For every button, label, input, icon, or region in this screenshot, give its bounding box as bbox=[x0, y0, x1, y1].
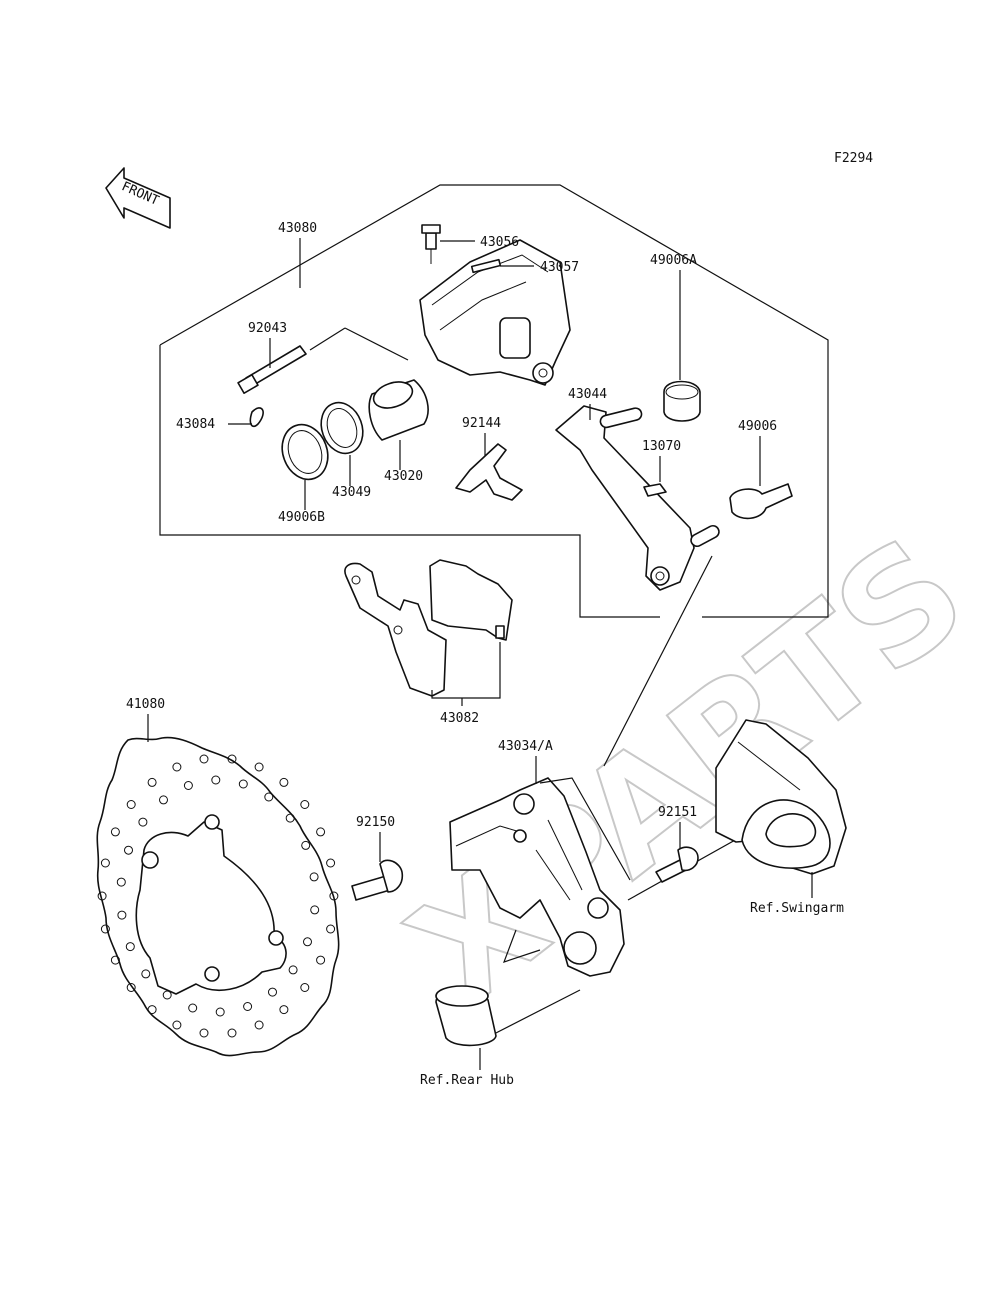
disc-hole bbox=[310, 905, 320, 915]
callout-92144: 92144 bbox=[462, 416, 501, 431]
disc-hole bbox=[188, 1003, 198, 1013]
brake-pad-front bbox=[344, 562, 447, 697]
disc-hole bbox=[268, 987, 277, 997]
disc-hole bbox=[147, 1005, 157, 1015]
disc-hole bbox=[215, 1007, 225, 1017]
ref-rear-hub: Ref.Rear Hub bbox=[420, 1073, 514, 1088]
disc-hole bbox=[303, 937, 312, 947]
callout-49006A: 49006A bbox=[650, 253, 697, 268]
disc-hole bbox=[117, 910, 127, 920]
callout-13070: 13070 bbox=[642, 439, 681, 454]
disc-hole bbox=[211, 775, 221, 785]
boot-49006 bbox=[729, 483, 793, 520]
torque-bracket-43034A bbox=[449, 777, 625, 977]
piston-43020 bbox=[368, 379, 429, 441]
disc-hole bbox=[254, 1020, 264, 1030]
disc-hole bbox=[159, 795, 168, 805]
disc-hole bbox=[126, 800, 136, 809]
disc-hole bbox=[309, 872, 319, 882]
callout-43084: 43084 bbox=[176, 417, 215, 432]
figure-code: F2294 bbox=[834, 151, 873, 166]
callout-43034A: 43034/A bbox=[498, 739, 553, 754]
disc-hole bbox=[285, 813, 295, 823]
disc-hole bbox=[326, 924, 336, 934]
disc-hole bbox=[279, 777, 289, 787]
callout-43020: 43020 bbox=[384, 469, 423, 484]
piston-seal-49006B bbox=[281, 423, 329, 481]
disc-hole bbox=[125, 942, 135, 952]
disc-hole bbox=[279, 1005, 289, 1015]
disc-hole bbox=[238, 779, 248, 789]
disc-hole bbox=[243, 1002, 253, 1011]
callout-43082: 43082 bbox=[440, 711, 479, 726]
swingarm-reference bbox=[715, 719, 847, 875]
disc-hole bbox=[116, 877, 126, 887]
disc-hole bbox=[300, 983, 310, 992]
callout-49006: 49006 bbox=[738, 419, 777, 434]
callout-43080: 43080 bbox=[278, 221, 317, 236]
caliper-assembly-frame bbox=[159, 184, 829, 618]
disc-hole bbox=[141, 969, 151, 979]
disc-hole bbox=[199, 754, 209, 764]
callout-92151: 92151 bbox=[658, 805, 697, 820]
front-arrow-icon: FRONT bbox=[105, 167, 171, 229]
disc-hole bbox=[172, 1020, 182, 1030]
disc-hole bbox=[138, 817, 148, 827]
disc-hole bbox=[147, 777, 157, 787]
brake-disc-41080 bbox=[96, 736, 340, 1057]
callout-43057: 43057 bbox=[540, 260, 579, 275]
caliper-pin bbox=[237, 345, 307, 394]
callout-43044: 43044 bbox=[568, 387, 607, 402]
callout-41080: 41080 bbox=[126, 697, 165, 712]
disc-hole bbox=[97, 891, 107, 901]
pin-clip bbox=[249, 407, 264, 428]
callout-43056: 43056 bbox=[480, 235, 519, 250]
disc-hole bbox=[329, 891, 339, 901]
disc-hole bbox=[126, 983, 136, 992]
disc-hole bbox=[124, 845, 133, 855]
disc-hole bbox=[172, 762, 182, 772]
brake-pad-rear bbox=[429, 559, 513, 641]
boot-49006A bbox=[663, 380, 701, 422]
pad-spring-92144 bbox=[455, 443, 523, 501]
disc-hole bbox=[227, 754, 237, 764]
bracket-bolt-92151 bbox=[655, 846, 699, 883]
disc-hole bbox=[227, 1028, 237, 1038]
disc-hole bbox=[183, 781, 193, 790]
disc-hole bbox=[264, 792, 274, 802]
bracket-part-13070 bbox=[643, 483, 667, 497]
caliper-bracket-43044 bbox=[555, 405, 720, 591]
disc-hole bbox=[100, 924, 110, 934]
dust-seal-43049 bbox=[320, 401, 364, 455]
disc-hole bbox=[199, 1028, 209, 1038]
disc-drill-holes bbox=[97, 754, 339, 1038]
disc-hole bbox=[110, 955, 120, 965]
disc-hole bbox=[316, 827, 326, 837]
disc-hole bbox=[100, 858, 110, 868]
disc-hole bbox=[301, 840, 311, 850]
disc-hole bbox=[254, 762, 264, 772]
disc-hole bbox=[110, 827, 120, 837]
ref-swingarm: Ref.Swingarm bbox=[750, 901, 844, 916]
callout-92043: 92043 bbox=[248, 321, 287, 336]
bleeder-cap bbox=[470, 258, 502, 274]
disc-hole bbox=[288, 965, 298, 975]
bleeder-valve bbox=[421, 224, 441, 264]
callout-92150: 92150 bbox=[356, 815, 395, 830]
rear-hub-collar bbox=[435, 985, 497, 1047]
disc-hole bbox=[316, 955, 326, 965]
disc-hole bbox=[162, 990, 172, 1000]
callout-43049: 43049 bbox=[332, 485, 371, 500]
disc-hole bbox=[326, 858, 336, 868]
callout-49006B: 49006B bbox=[278, 510, 325, 525]
disc-hole bbox=[300, 800, 310, 809]
disc-bolt-92150 bbox=[351, 859, 404, 901]
